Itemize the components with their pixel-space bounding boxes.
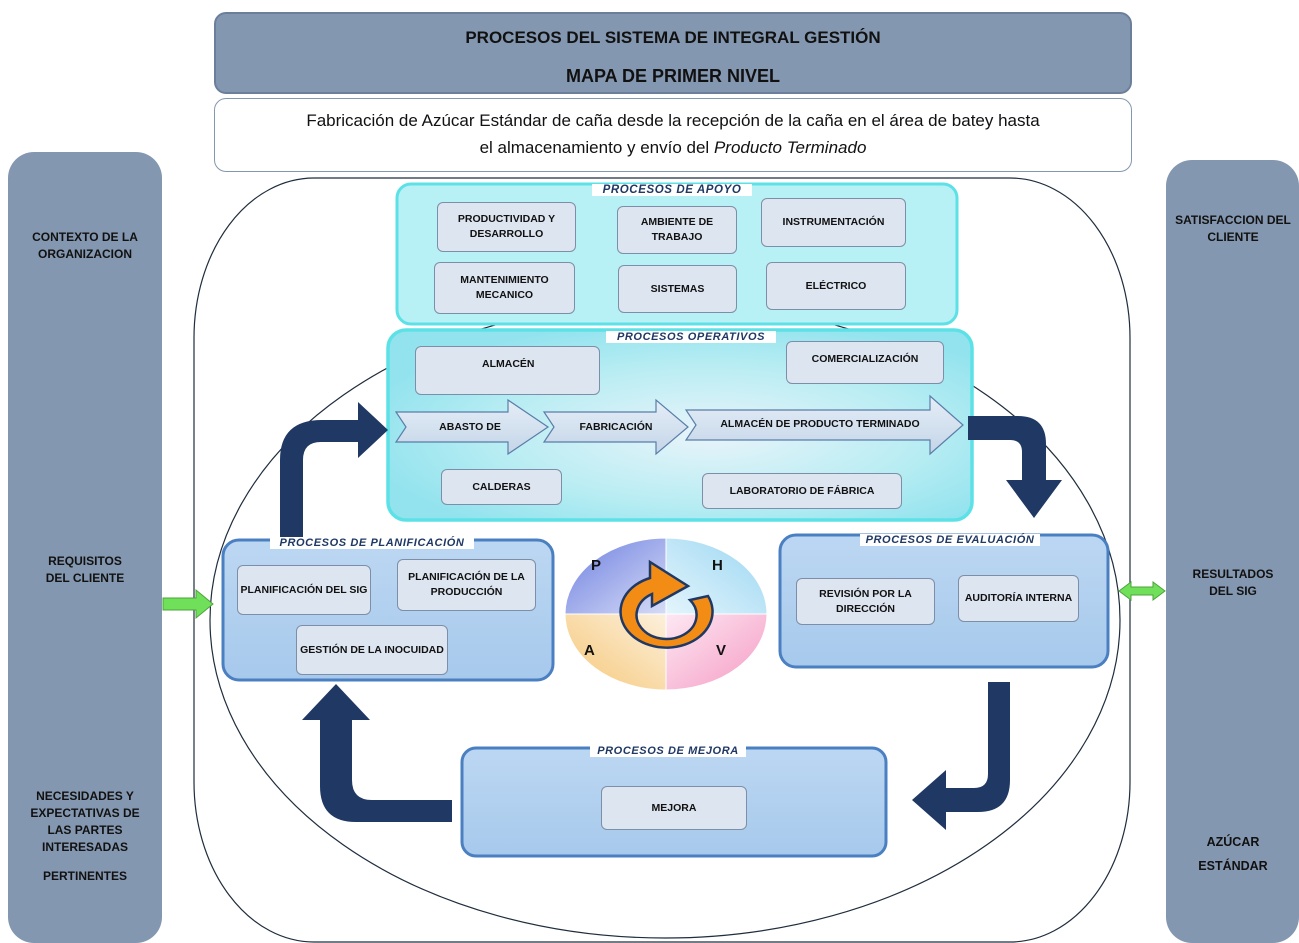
flow-label-fabricacion: FABRICACIÓN [579,421,653,433]
pdca-quadrant-h [665,537,768,615]
process-planificacion-sig: PLANIFICACIÓN DEL SIG [237,565,371,615]
evaluation-group-label: PROCESOS DE EVALUACIÓN [860,534,1040,546]
flow-arrow-1 [394,398,550,456]
input-requirements: REQUISITOS DEL CLIENTE [45,554,125,585]
process-mejora: MEJORA [601,786,747,830]
outer-frame [193,177,1131,943]
cycle-arrow-to-improvement [912,682,1010,830]
scope-line-1: Fabricación de Azúcar Estándar de caña d… [306,111,1040,130]
pdca-letter-h: H [712,557,723,574]
process-almacen: ALMACÉN [415,346,600,395]
flow-arrow-3 [684,394,964,456]
process-electrico: ELÉCTRICO [766,262,906,310]
improvement-group-label: PROCESOS DE MEJORA [590,745,746,757]
cycle-arrow-to-planning [302,684,452,822]
input-context: CONTEXTO DE LA ORGANIZACION [32,230,138,261]
input-pertinent: PERTINENTES [42,869,127,883]
input-needs: NECESIDADES Y EXPECTATIVAS DE LAS PARTES… [30,789,140,854]
pdca-rotation-arrow [619,559,714,649]
header-subtitle: MAPA DE PRIMER NIVEL [565,66,780,86]
output-satisfaction: SATISFACCION DEL CLIENTE [1175,213,1291,244]
process-ambiente: AMBIENTE DE TRABAJO [617,206,737,254]
scope-line-2: el almacenamiento y envío del Producto T… [215,134,1131,161]
process-calderas: CALDERAS [441,469,562,505]
pdca-quadrant-a [564,613,667,691]
pdca-cycle [564,537,768,691]
diagram-header: PROCESOS DEL SISTEMA DE INTEGRAL GESTIÓN… [214,12,1132,94]
cycle-arrow-to-evaluation [968,416,1062,518]
header-title: PROCESOS DEL SISTEMA DE INTEGRAL GESTIÓN [465,28,881,47]
pdca-letter-a: A [584,642,595,659]
scope-line-2-italic: Producto Terminado [713,138,867,157]
flow-label-abasto: ABASTO DE [439,421,501,433]
process-planificacion-produccion: PLANIFICACIÓN DE LA PRODUCCIÓN [397,559,536,611]
flow-arrow-2 [542,398,689,456]
operative-group-label: PROCESOS OPERATIVOS [606,331,776,343]
output-arrow [1118,581,1166,601]
scope-statement: Fabricación de Azúcar Estándar de caña d… [214,98,1132,172]
output-results: RESULTADOS DEL SIG [1192,567,1274,598]
scope-line-2-prefix: el almacenamiento y envío del [479,138,714,157]
pdca-letter-v: V [716,642,727,659]
process-comercializacion: COMERCIALIZACIÓN [786,341,944,384]
outputs-column [1166,160,1299,943]
input-arrow [162,588,214,620]
process-instrumentacion: INSTRUMENTACIÓN [761,198,906,247]
inputs-column [8,152,162,943]
cycle-arrow-to-operative [280,402,388,540]
output-product: AZÚCAR ESTÁNDAR [1198,835,1268,873]
process-auditoria-interna: AUDITORÍA INTERNA [958,575,1079,622]
flow-label-almacen-pt: ALMACÉN DE PRODUCTO TERMINADO [720,418,920,430]
process-laboratorio: LABORATORIO DE FÁBRICA [702,473,902,509]
planning-group-label: PROCESOS DE PLANIFICACIÓN [270,537,474,549]
pdca-letter-p: P [591,557,602,574]
process-mantenimiento: MANTENIMIENTO MECANICO [434,262,575,314]
process-revision-direccion: REVISIÓN POR LA DIRECCIÓN [796,578,935,625]
process-gestion-inocuidad: GESTIÓN DE LA INOCUIDAD [296,625,448,675]
support-group-label: PROCESOS DE APOYO [592,184,752,196]
process-productividad: PRODUCTIVIDAD Y DESARROLLO [437,202,576,252]
process-sistemas: SISTEMAS [618,265,737,313]
